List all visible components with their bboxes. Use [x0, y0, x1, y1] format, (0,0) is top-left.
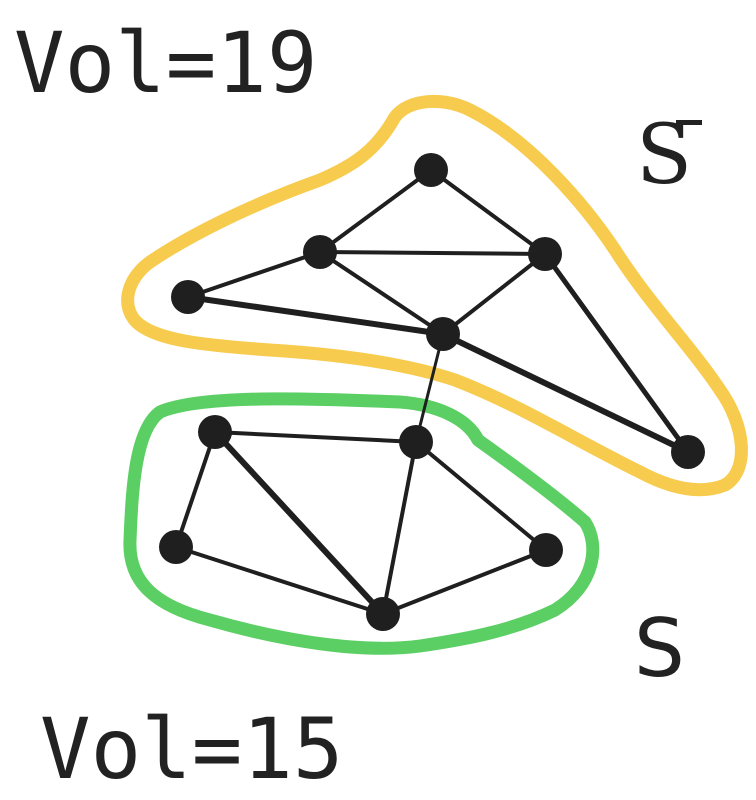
edge-n7-n9: [174, 430, 217, 549]
node-n2: [303, 235, 337, 269]
node-n8: [399, 425, 433, 459]
edges-layer: [174, 168, 691, 617]
node-n3: [171, 280, 205, 314]
node-n11: [529, 533, 563, 567]
edge-n2-n4: [318, 250, 547, 256]
edge-n5-n8: [414, 332, 445, 444]
set-label: S: [634, 602, 685, 695]
volume-label-bottom: Vol=15: [40, 700, 343, 798]
edge-n1-n2: [318, 168, 433, 254]
edge-n3-n5: [185, 294, 446, 337]
nodes-layer: [159, 153, 705, 631]
edge-n4-n5: [441, 252, 547, 336]
edge-n1-n4: [429, 168, 547, 256]
node-n1: [414, 153, 448, 187]
edge-n5-n6: [440, 331, 691, 455]
edge-n4-n6: [542, 251, 691, 455]
edge-n8-n10: [381, 440, 418, 616]
node-n9: [159, 530, 193, 564]
volume-label-top: Vol=19: [14, 14, 317, 112]
set-outline: [123, 392, 600, 655]
node-n5: [426, 317, 460, 351]
complement-bar: [676, 120, 702, 125]
edge-n7-n8: [213, 430, 418, 444]
node-n7: [198, 415, 232, 449]
node-n10: [366, 597, 400, 631]
node-n4: [528, 237, 562, 271]
complement-set-outline: [121, 94, 748, 497]
edge-n9-n10: [174, 545, 385, 616]
edge-n7-n10: [212, 429, 386, 617]
edge-n2-n3: [186, 250, 322, 299]
edge-n2-n5: [318, 250, 445, 336]
node-n6: [671, 435, 705, 469]
edge-n10-n11: [381, 548, 548, 616]
edge-n8-n11: [414, 440, 548, 552]
